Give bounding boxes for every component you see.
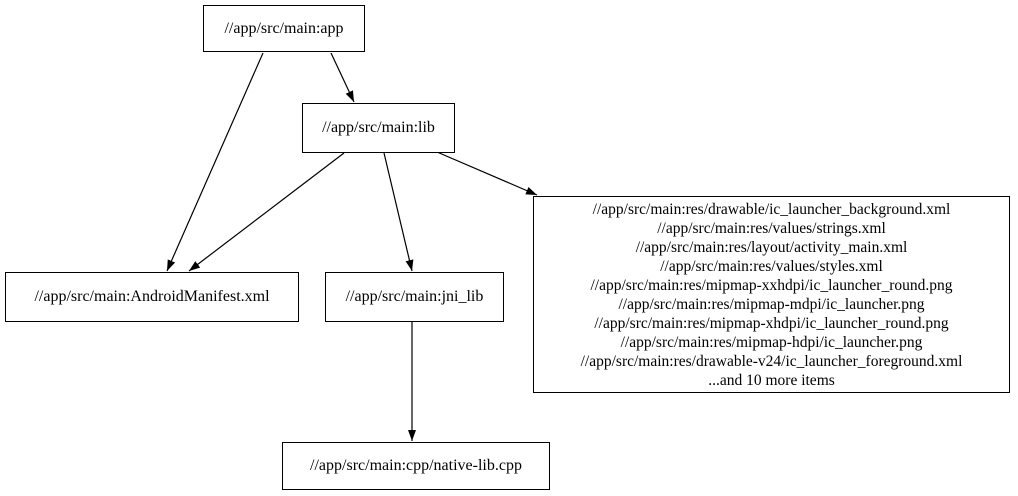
node-jni-lib-label: //app/src/main:jni_lib	[345, 288, 484, 305]
resource-item: //app/src/main:res/mipmap-xxhdpi/ic_laun…	[590, 276, 953, 294]
edge-lib-to-jni-lib	[383, 152, 414, 272]
node-android-manifest: //app/src/main:AndroidManifest.xml	[5, 272, 299, 322]
node-jni-lib: //app/src/main:jni_lib	[325, 272, 504, 322]
resource-item: //app/src/main:res/drawable/ic_launcher_…	[592, 200, 951, 218]
edge-lib-to-resources	[436, 151, 538, 196]
node-app-label: //app/src/main:app	[224, 19, 344, 37]
resource-item: //app/src/main:res/mipmap-mdpi/ic_launch…	[618, 295, 925, 313]
node-lib-label: //app/src/main:lib	[322, 119, 435, 136]
resource-item: //app/src/main:res/mipmap-hdpi/ic_launch…	[620, 333, 923, 351]
resource-item: //app/src/main:res/mipmap-xhdpi/ic_launc…	[594, 314, 949, 332]
edge-lib-to-android-manifest	[188, 152, 345, 272]
node-lib: //app/src/main:lib	[302, 103, 455, 153]
node-android-manifest-label: //app/src/main:AndroidManifest.xml	[34, 288, 270, 305]
node-app: //app/src/main:app	[203, 5, 365, 52]
resource-item: //app/src/main:res/values/strings.xml	[657, 219, 886, 237]
node-native-lib-cpp: //app/src/main:cpp/native-lib.cpp	[282, 442, 550, 490]
resource-item: //app/src/main:res/values/styles.xml	[660, 257, 883, 275]
resource-item: //app/src/main:res/drawable-v24/ic_launc…	[580, 352, 963, 370]
resource-items-more: ...and 10 more items	[708, 371, 835, 389]
resource-item: //app/src/main:res/layout/activity_main.…	[635, 238, 908, 256]
node-resources-group: //app/src/main:res/drawable/ic_launcher_…	[533, 196, 1010, 393]
edge-app-to-android-manifest	[166, 52, 264, 272]
node-native-lib-cpp-label: //app/src/main:cpp/native-lib.cpp	[310, 457, 522, 474]
edge-app-to-lib	[330, 52, 355, 103]
